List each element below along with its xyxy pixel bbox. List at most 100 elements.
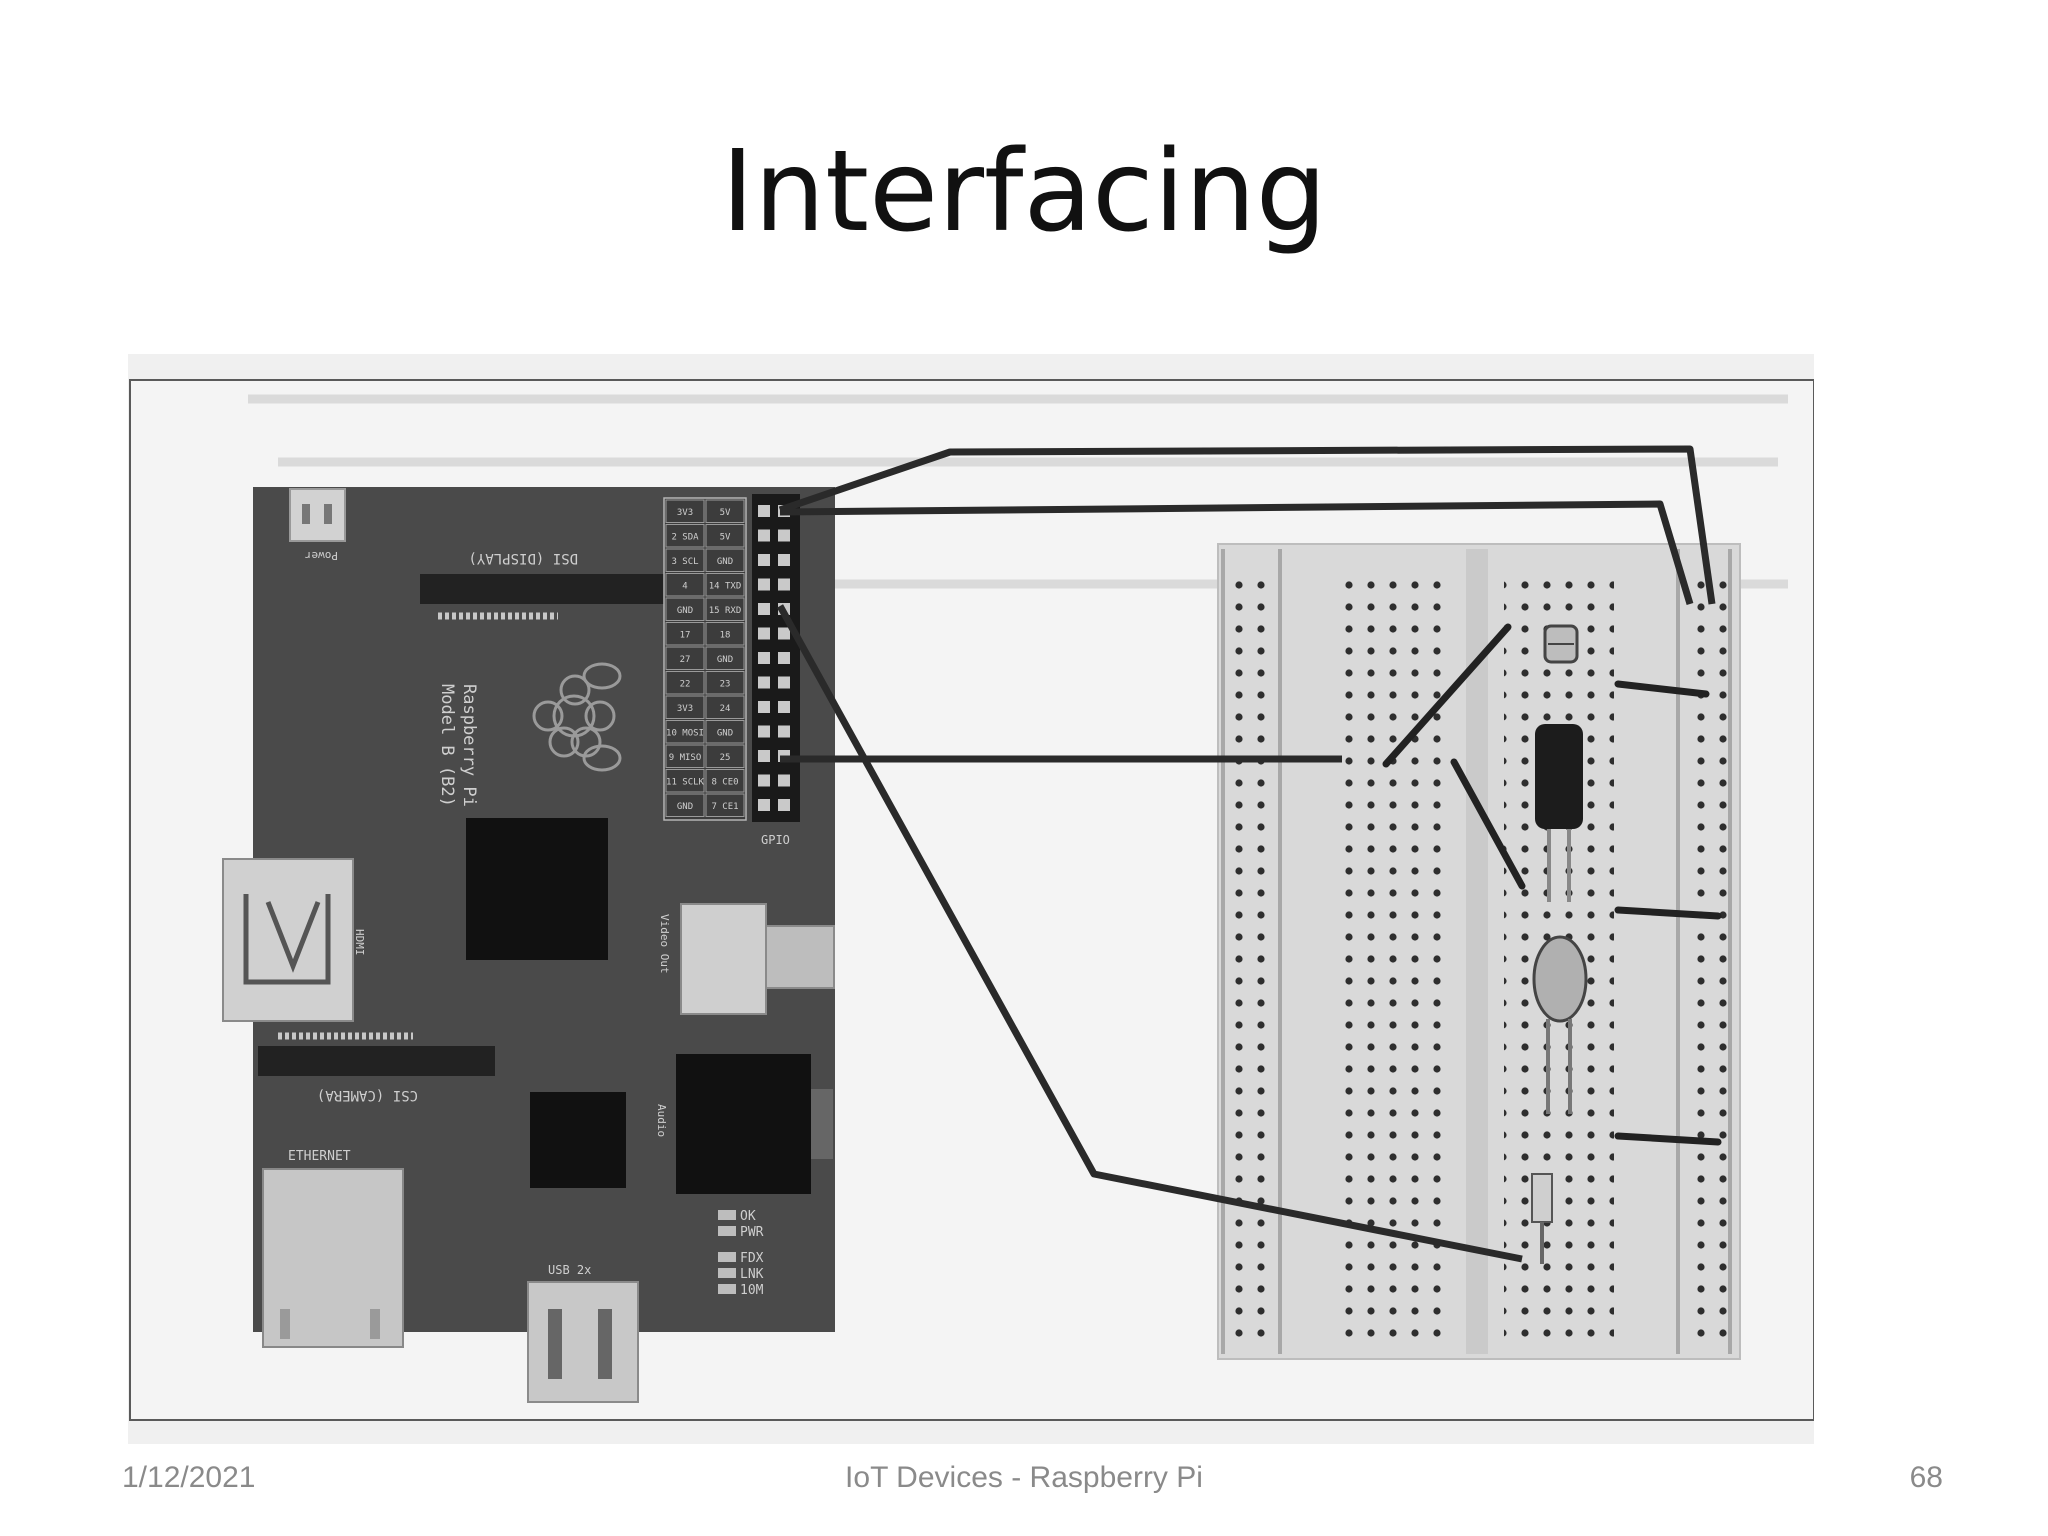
jumper-wires bbox=[1382, 623, 1722, 1146]
gpio-pin-label: 18 bbox=[720, 631, 731, 641]
gpio-wires bbox=[776, 445, 1716, 1263]
gpio-label-cell bbox=[665, 720, 705, 744]
gpio-pin-label: 22 bbox=[680, 680, 691, 690]
gpio-pin bbox=[778, 578, 790, 591]
capacitor bbox=[1535, 724, 1583, 829]
ethernet-label: ETHERNET bbox=[288, 1149, 351, 1164]
gpio-pin-label: GND bbox=[677, 802, 693, 812]
gpio-label-cell bbox=[665, 646, 705, 670]
gpio-pin-label: 3V3 bbox=[677, 704, 693, 714]
gpio-label-cell bbox=[665, 573, 705, 597]
led bbox=[1532, 935, 1588, 1023]
gpio-label-cell bbox=[705, 720, 745, 744]
gpio-label-cell bbox=[665, 769, 705, 793]
gpio-label-cell bbox=[705, 597, 745, 621]
gpio-pin-label: 25 bbox=[720, 753, 731, 763]
wire-5v bbox=[778, 445, 1716, 605]
usb-controller-chip bbox=[530, 1092, 626, 1188]
gpio-pin bbox=[758, 750, 770, 762]
usb-connector bbox=[527, 1281, 639, 1403]
gpio-pin bbox=[778, 554, 790, 566]
left-power-rail-holes bbox=[1232, 569, 1276, 1339]
raspberry-pi-board: Power DSI (DISPLAY) Raspberry Pi Model B… bbox=[222, 487, 835, 1403]
gpio-pin-label: 5V bbox=[720, 533, 731, 543]
gpio-pin-label: 9 MISO bbox=[669, 753, 702, 763]
gpio-label-cell bbox=[705, 646, 745, 670]
gpio-label-cell bbox=[705, 524, 745, 548]
power-connector bbox=[289, 488, 346, 542]
dsi-label: DSI (DISPLAY) bbox=[468, 550, 578, 566]
gpio-pin bbox=[758, 652, 770, 664]
gpio-pin-label: 23 bbox=[720, 680, 731, 690]
gpio-pin-label: 15 RXD bbox=[709, 606, 742, 616]
gpio-pin-label: 3V3 bbox=[677, 508, 693, 518]
gpio-label-cell bbox=[665, 597, 705, 621]
gpio-label-cell bbox=[665, 524, 705, 548]
dsi-connector bbox=[420, 574, 670, 604]
gpio-label-cell bbox=[705, 548, 745, 572]
gpio-pin-label: GND bbox=[677, 606, 693, 616]
center-channel bbox=[1466, 549, 1488, 1354]
gpio-pin bbox=[778, 774, 790, 787]
gpio-pin bbox=[778, 627, 790, 640]
led-10m: 10M bbox=[740, 1283, 764, 1298]
gpio-pin-label: GND bbox=[717, 655, 733, 665]
gpio-pin bbox=[778, 701, 790, 713]
gpio-pin-label: 5V bbox=[720, 508, 731, 518]
gpio-pin-label: 11 SCLK bbox=[666, 778, 705, 788]
gpio-pin bbox=[758, 505, 770, 517]
gpio-pin bbox=[758, 701, 770, 713]
gpio-pin-label: 3 SCL bbox=[671, 557, 698, 567]
gpio-pin bbox=[758, 603, 770, 615]
audio-label: Audio bbox=[655, 1104, 668, 1137]
status-leds: OK PWR FDX LNK 10M bbox=[718, 1209, 764, 1298]
gpio-pin-label: 27 bbox=[680, 655, 691, 665]
gpio-pin-label: 7 CE1 bbox=[711, 802, 738, 812]
gpio-label-cell bbox=[665, 622, 705, 646]
gpio-pin-label: 10 MOSI bbox=[666, 729, 704, 739]
hdmi-label: HDMI bbox=[353, 929, 366, 956]
gpio-pin bbox=[778, 799, 790, 811]
gpio-pin bbox=[778, 725, 790, 738]
gpio-pin bbox=[758, 578, 770, 591]
gpio-label-cell bbox=[705, 769, 745, 793]
breadboard bbox=[1217, 543, 1741, 1360]
gpio-pin bbox=[778, 652, 790, 664]
gpio-label-cell bbox=[705, 671, 745, 695]
gpio-pin bbox=[758, 554, 770, 566]
gpio-label-cell bbox=[665, 499, 705, 523]
gpio-label-cell bbox=[705, 793, 745, 817]
circuit-diagram-photo: Power DSI (DISPLAY) Raspberry Pi Model B… bbox=[128, 354, 1814, 1444]
model-line2: Model B (B2) bbox=[437, 684, 457, 807]
led-ok: OK bbox=[740, 1209, 756, 1224]
gpio-pin bbox=[758, 799, 770, 811]
gpio-pin-label: 14 TXD bbox=[709, 582, 742, 592]
csi-connector bbox=[258, 1046, 495, 1076]
gpio-pin bbox=[778, 676, 790, 689]
gpio-label-cell bbox=[705, 573, 745, 597]
gpio-label-cell bbox=[705, 622, 745, 646]
gpio-pin bbox=[758, 725, 770, 738]
csi-label: CSI (CAMERA) bbox=[317, 1087, 418, 1103]
gpio-pin-label: 8 CE0 bbox=[711, 778, 738, 788]
gpio-pin bbox=[778, 529, 790, 542]
gpio-pin-label: 24 bbox=[720, 704, 731, 714]
gpio-label-cell bbox=[665, 671, 705, 695]
gpio-pin bbox=[758, 676, 770, 689]
gpio-label-cell bbox=[665, 548, 705, 572]
gpio-label-cell bbox=[665, 695, 705, 719]
gpio-pin-label: 17 bbox=[680, 631, 691, 641]
right-power-rail-holes bbox=[1684, 569, 1728, 1339]
gpio-label: GPIO bbox=[761, 833, 790, 847]
gpio-label-cell bbox=[705, 744, 745, 768]
gpio-label-cell bbox=[705, 499, 745, 523]
gpio-pin-label: 2 SDA bbox=[671, 533, 699, 543]
footer-title: IoT Devices - Raspberry Pi bbox=[845, 1461, 1203, 1494]
wire-3v3 bbox=[779, 500, 1694, 606]
gpio-label-cell bbox=[665, 744, 705, 768]
audio-connector bbox=[676, 1054, 811, 1194]
slide-title: Interfacing bbox=[721, 127, 1327, 257]
video-out-label: Video Out bbox=[658, 914, 671, 974]
gpio-pin-label: GND bbox=[717, 557, 733, 567]
